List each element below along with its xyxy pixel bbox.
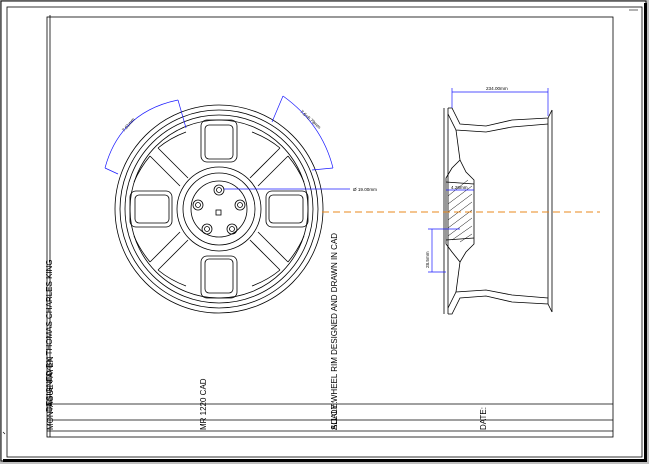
date-label: DATE: xyxy=(479,407,488,430)
scale-label: SCALE: xyxy=(330,402,339,430)
lug-holes xyxy=(192,184,246,235)
hub-hatch xyxy=(447,179,473,243)
author-line-2: DESIGNED BY THOMAS CHARLES KING xyxy=(45,259,54,412)
wheel-front-view xyxy=(114,104,324,314)
course-code: MR 1220 CAD xyxy=(199,378,208,430)
dim-hub-depth-label: 4.26mm xyxy=(451,185,468,190)
dim-offset-height xyxy=(428,228,460,273)
paper-shadow-right xyxy=(644,3,647,462)
dim-overall-width-label: 234.00mm xyxy=(486,86,508,91)
spoke-windows xyxy=(129,119,309,299)
dim-window-arc xyxy=(104,99,187,175)
corner-tick xyxy=(2,431,6,435)
spoke-edges xyxy=(133,131,305,287)
project-title: ALLOY WHEEL RIM DESIGNED AND DRAWN IN CA… xyxy=(330,233,339,430)
title-block-frame xyxy=(46,15,614,438)
dim-offset-height-label: 28.5mm xyxy=(425,251,430,268)
dim-overall-width xyxy=(451,88,549,116)
dim-spoke-arc xyxy=(271,95,334,171)
dim-bore-label: Ø 19.00mm xyxy=(353,187,377,192)
author-line-1: MONTAGUE FAYEN xyxy=(46,356,55,430)
paper-shadow-bottom xyxy=(3,459,647,462)
drawing-border xyxy=(6,6,643,458)
